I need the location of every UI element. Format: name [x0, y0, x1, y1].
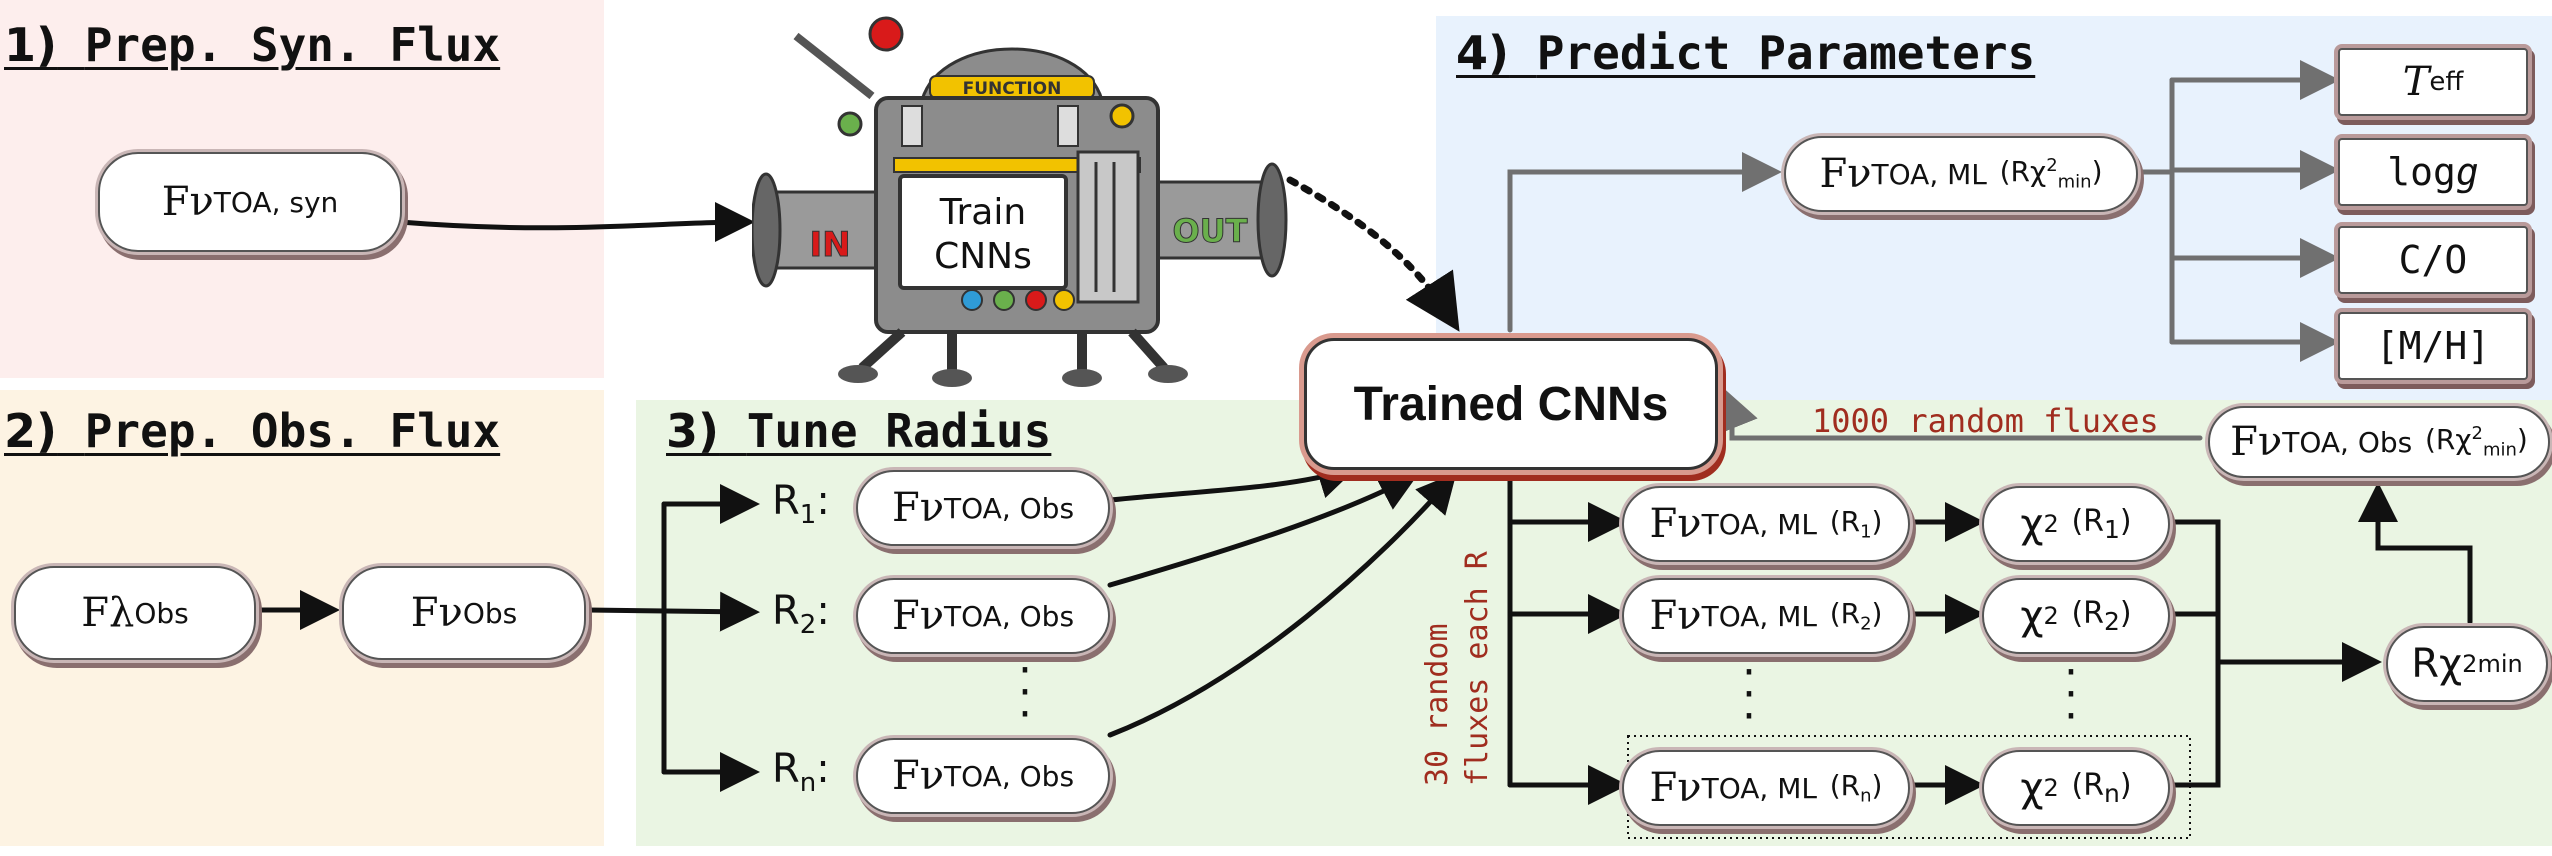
machine-in-label: IN [809, 225, 850, 265]
params-trunk [2137, 77, 2175, 345]
arrow-rchimin-to-obs [2358, 482, 2473, 625]
radius-label-r1: R1: [772, 478, 830, 530]
arrow-r1-to-trained [1107, 459, 1358, 503]
arrow-fnu-to-branch [585, 591, 760, 632]
random-30-label: 30 random fluxes each R [1420, 551, 1495, 786]
vertical-ellipsis-chi: ··· [2064, 647, 2078, 742]
panel-title-1: 1) Prep. Syn. Flux [4, 18, 501, 72]
param-mh-box: [M/H] [2338, 312, 2528, 380]
machine-out-label: OUT [1172, 212, 1247, 250]
arrow-syn-to-machine [397, 202, 755, 243]
param-co-box: C/O [2338, 226, 2528, 294]
arrow-trained-to-ml-rchi [1507, 152, 1782, 333]
arrow-obs-to-trained [1720, 388, 2203, 441]
trained-cnns-box: Trained CNNs [1304, 338, 1718, 470]
machine-screen [898, 174, 1068, 290]
radius-label-rn: Rn: [772, 746, 830, 798]
machine-lever-knob [868, 16, 904, 52]
machine-screen-line1: Train [939, 192, 1026, 233]
rn-selection-box [1627, 735, 2191, 839]
panel-title-2: 2) Prep. Obs. Flux [4, 404, 501, 458]
machine-screen-line2: CNNs [934, 236, 1032, 277]
panel-title-3: 3) Tune Radius [666, 404, 1052, 458]
vertical-ellipsis-radius: ··· [1018, 645, 1032, 740]
random-1000-label: 1000 random fluxes [1812, 402, 2159, 440]
train-cnn-machine: FUNCTION Train CNNs IN OUT [752, 16, 1288, 387]
panel-title-4: 4) Predict Parameters [1456, 26, 2036, 80]
machine-function-label: FUNCTION [963, 79, 1062, 99]
arrow-r2-to-trained [1107, 473, 1419, 588]
chi-collect-line [2167, 519, 2221, 788]
vertical-ellipsis-ml: ··· [1742, 647, 1756, 742]
arrow-rn-to-trained [1107, 472, 1457, 738]
arrow-machine-to-trained [1286, 176, 1460, 332]
radius-label-r2: R2: [772, 588, 830, 640]
